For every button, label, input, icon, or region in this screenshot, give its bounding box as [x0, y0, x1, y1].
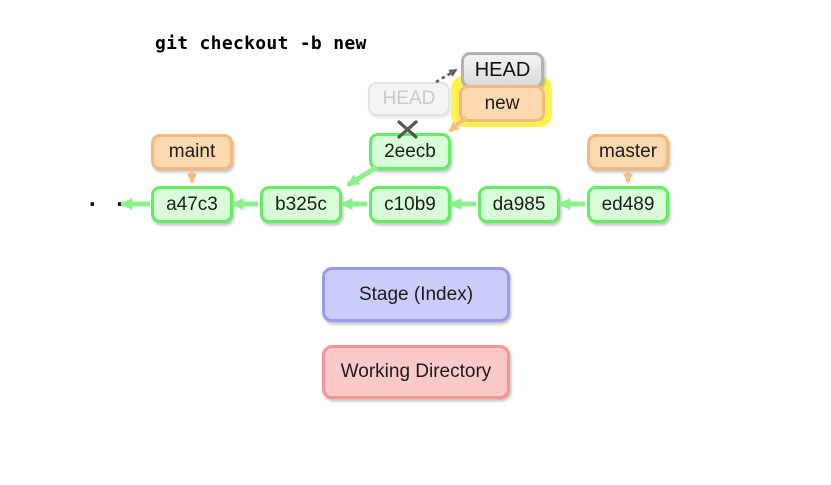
- commit-label: c10b9: [384, 193, 436, 215]
- command-title: git checkout -b new: [155, 33, 367, 54]
- commit-label: da985: [492, 193, 546, 215]
- branch-master: master: [587, 134, 669, 170]
- old-head-box: HEAD: [368, 82, 450, 116]
- commit-ed489: ed489: [587, 186, 669, 223]
- commit-label: ed489: [601, 193, 655, 215]
- history-ellipsis: . . .: [86, 187, 155, 211]
- commit-b325c: b325c: [260, 186, 342, 223]
- commit-da985: da985: [478, 186, 560, 223]
- branch-label: master: [598, 141, 658, 162]
- branch-maint: maint: [151, 134, 233, 170]
- arrow-2eecb-to-b325c: [346, 164, 379, 188]
- working-directory-label: Working Directory: [340, 361, 492, 382]
- commit-label: b325c: [275, 193, 327, 215]
- commit-c10b9: c10b9: [369, 186, 451, 223]
- head-box: HEAD: [461, 52, 544, 88]
- stage-index-label: Stage (Index): [358, 283, 474, 305]
- commit-label: a47c3: [166, 193, 218, 215]
- commit-label: 2eecb: [384, 140, 436, 162]
- new-branch-box: new: [459, 85, 545, 122]
- stage-index-box: Stage (Index): [322, 267, 510, 322]
- commit-2eecb: 2eecb: [369, 133, 451, 170]
- commit-a47c3: a47c3: [151, 186, 233, 223]
- head-label: HEAD: [474, 58, 531, 81]
- working-directory-box: Working Directory: [322, 345, 510, 399]
- branch-label: maint: [168, 141, 216, 162]
- old-head-label: HEAD: [382, 88, 436, 109]
- new-branch-label: new: [484, 92, 520, 114]
